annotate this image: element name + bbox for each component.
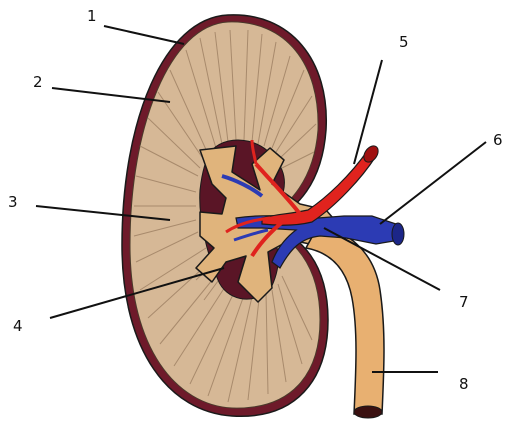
label-3: 3 — [8, 193, 18, 211]
label-7: 7 — [459, 293, 469, 311]
label-1: 1 — [87, 7, 97, 25]
leader-line-6 — [380, 142, 486, 224]
label-8: 8 — [459, 375, 469, 393]
label-6: 6 — [493, 131, 503, 149]
ureter-opening — [354, 406, 382, 418]
leader-line-1 — [104, 26, 184, 44]
label-5: 5 — [399, 33, 409, 51]
label-4: 4 — [13, 317, 23, 335]
label-2: 2 — [33, 73, 43, 91]
